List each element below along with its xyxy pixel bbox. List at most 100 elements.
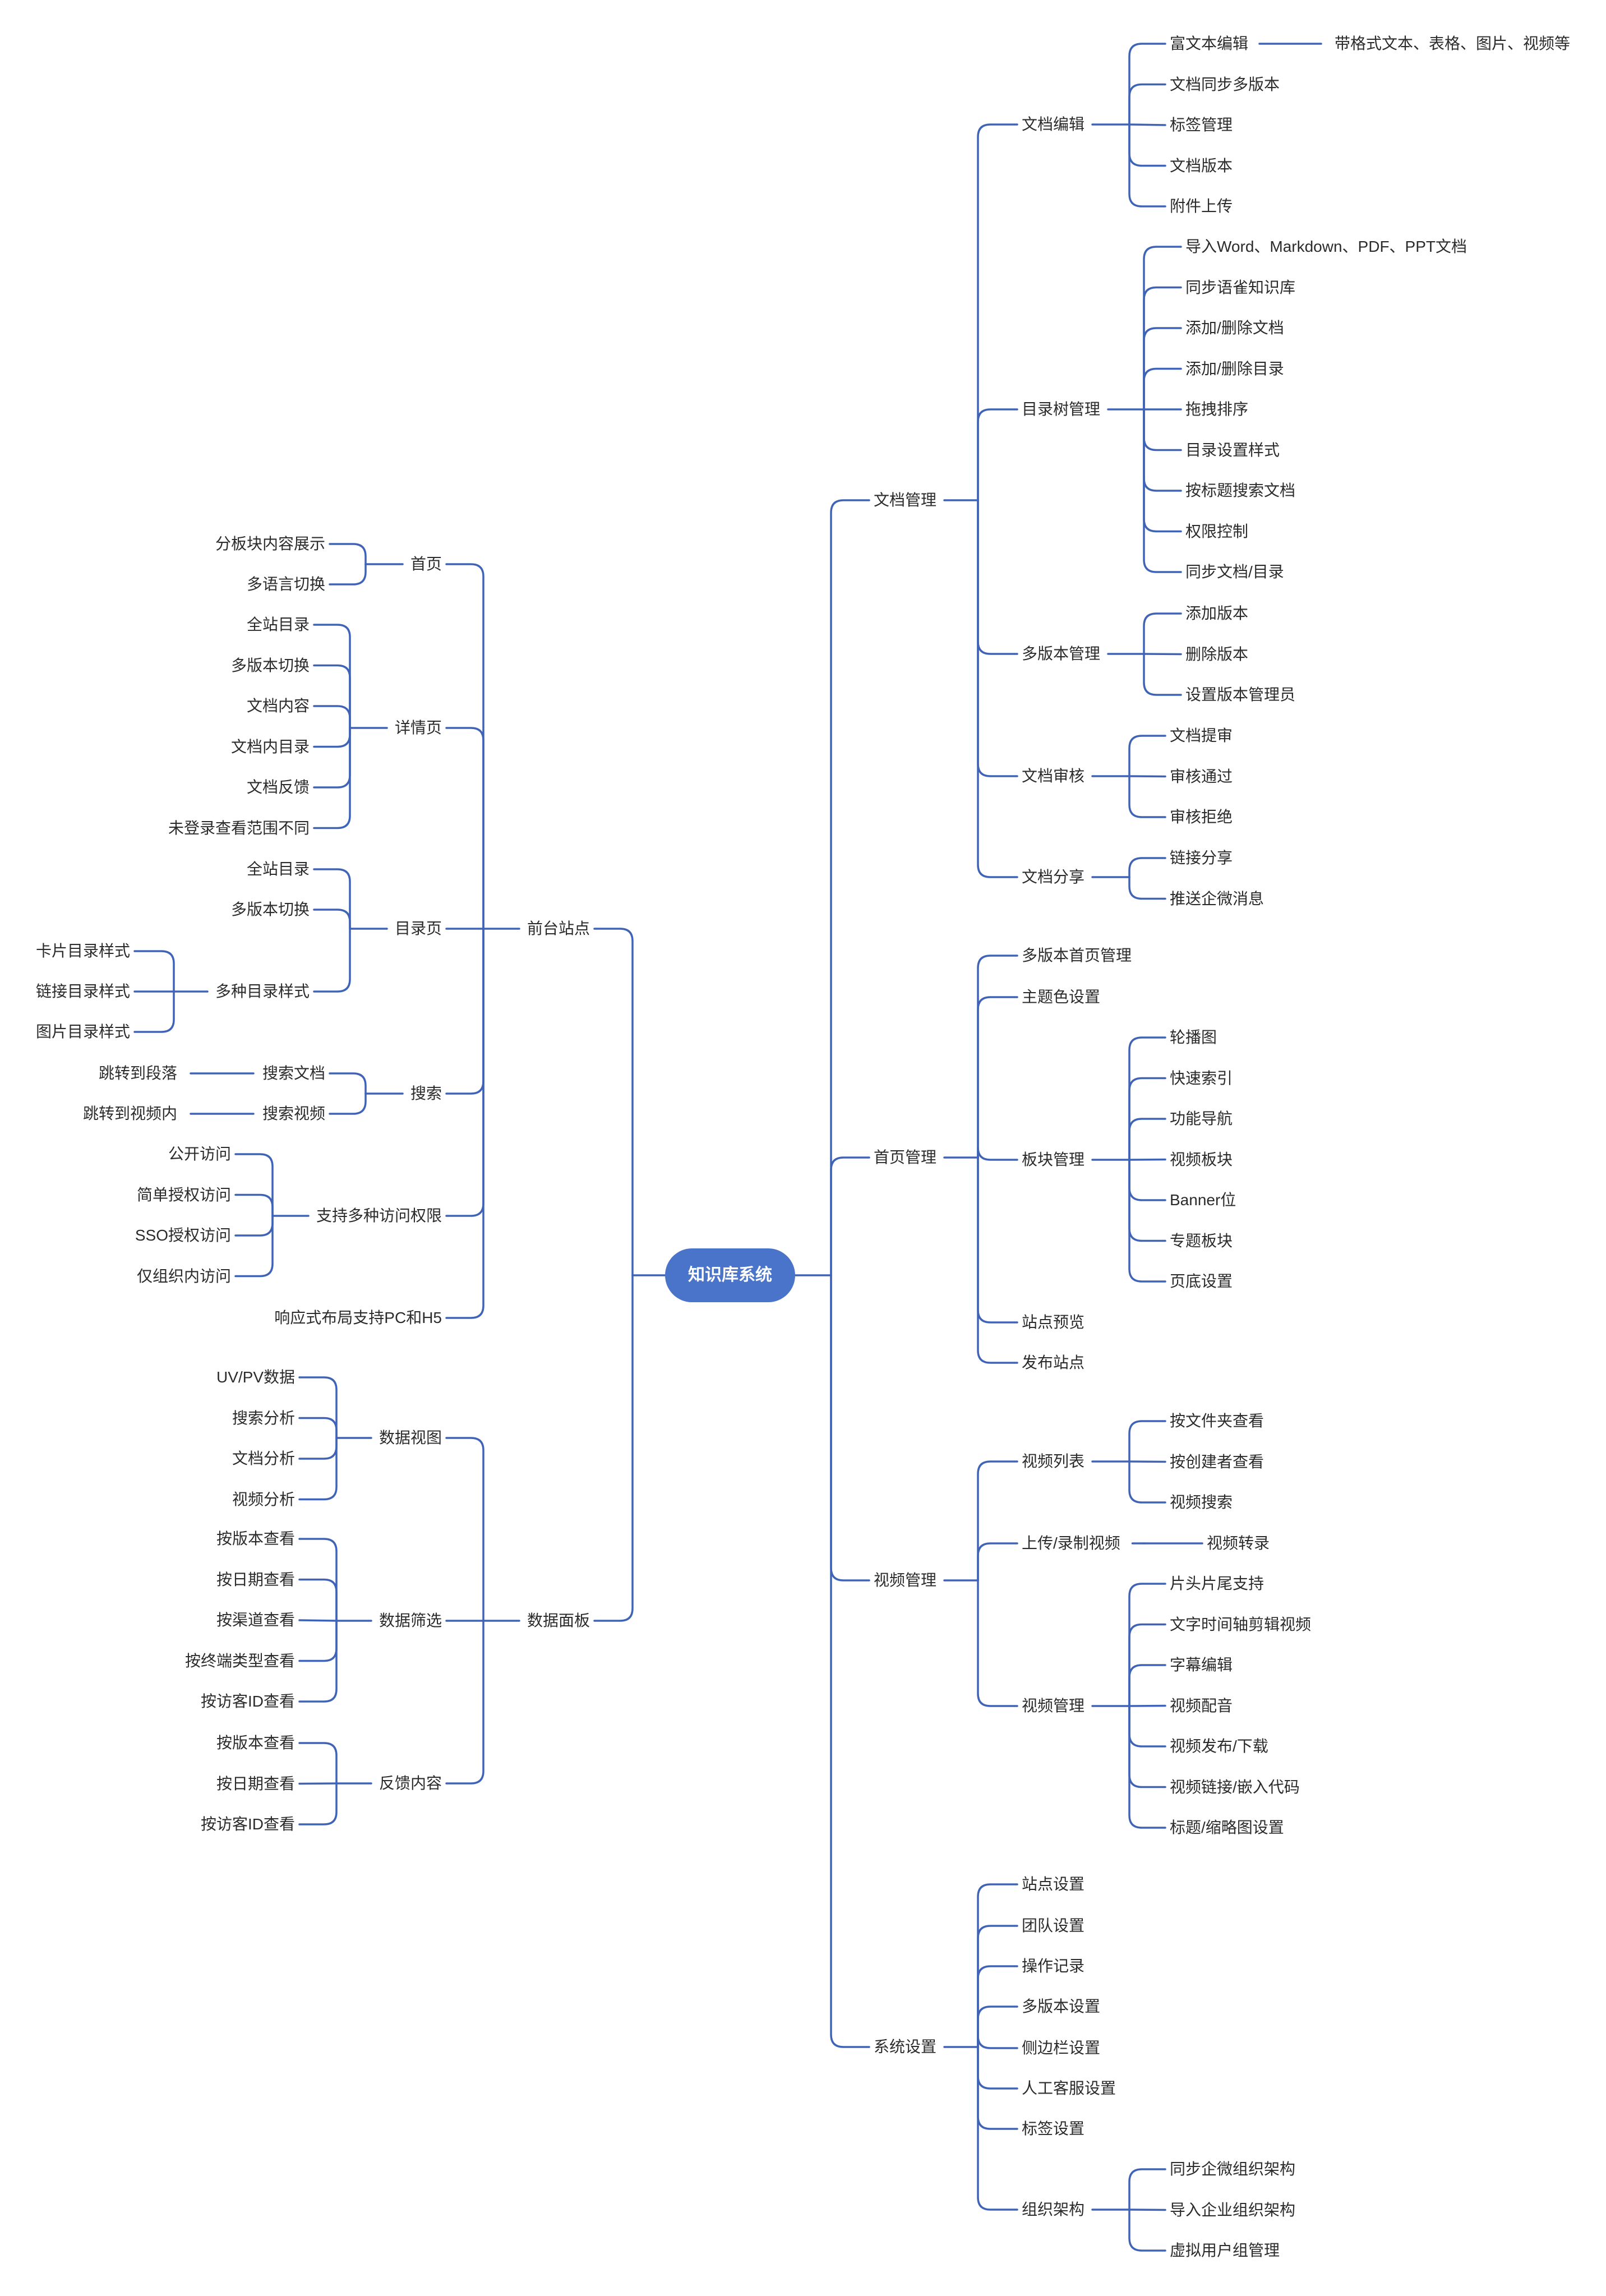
leaf-upload-0[interactable]: 视频转录	[1207, 1534, 1270, 1552]
node-sys_settings-sidebar[interactable]: 侧边栏设置	[1022, 2039, 1101, 2057]
leaf-search-target-1[interactable]: 跳转到视频内	[82, 1105, 177, 1122]
leaf-home-0[interactable]: 分板块内容展示	[215, 535, 325, 552]
leaf-blocks-3[interactable]: 视频板块	[1170, 1150, 1233, 1168]
leaf-access-1[interactable]: 简单授权访问	[136, 1186, 231, 1204]
node-video_mgmt-list[interactable]: 视频列表	[1022, 1453, 1085, 1470]
leaf-review-0[interactable]: 文档提审	[1170, 727, 1233, 744]
leaf-org-0[interactable]: 同步企微组织架构	[1170, 2160, 1296, 2178]
leaf-org-2[interactable]: 虚拟用户组管理	[1170, 2242, 1280, 2259]
node-sys_settings-site[interactable]: 站点设置	[1022, 1875, 1085, 1893]
leaf-org-1[interactable]: 导入企业组织架构	[1170, 2201, 1296, 2219]
node-sys_settings-cs[interactable]: 人工客服设置	[1022, 2080, 1116, 2097]
leaf-edit-0[interactable]: 富文本编辑	[1170, 35, 1249, 52]
leaf-tree-4[interactable]: 拖拽排序	[1185, 400, 1249, 418]
leaf-detail-1[interactable]: 多版本切换	[230, 656, 310, 674]
leaf-manage-3[interactable]: 视频配音	[1170, 1696, 1233, 1714]
node-doc_mgmt-version[interactable]: 多版本管理	[1022, 645, 1101, 662]
node-dashboard[interactable]: 数据面板	[527, 1612, 590, 1629]
leaf-manage-1[interactable]: 文字时间轴剪辑视频	[1170, 1615, 1312, 1633]
node-doc_mgmt-review[interactable]: 文档审核	[1022, 767, 1085, 785]
node-sys_settings-team[interactable]: 团队设置	[1022, 1917, 1085, 1934]
leaf-access-0[interactable]: 公开访问	[168, 1145, 231, 1163]
leaf-list-0[interactable]: 按文件夹查看	[1170, 1412, 1265, 1430]
leaf-search-0[interactable]: 搜索文档	[262, 1064, 325, 1082]
leaf-search-1[interactable]: 搜索视频	[262, 1105, 325, 1122]
leaf-edit-4[interactable]: 附件上传	[1170, 197, 1233, 215]
node-dashboard-feedback[interactable]: 反馈内容	[379, 1774, 442, 1792]
node-doc_mgmt-edit[interactable]: 文档编辑	[1022, 116, 1085, 133]
leaf-view-0[interactable]: UV/PV数据	[216, 1368, 295, 1386]
leaf-rich-text-detail[interactable]: 带格式文本、表格、图片、视频等	[1335, 35, 1571, 52]
leaf-edit-3[interactable]: 文档版本	[1170, 156, 1233, 174]
leaf-list-1[interactable]: 按创建者查看	[1170, 1453, 1265, 1470]
leaf-tree-8[interactable]: 同步文档/目录	[1185, 563, 1284, 580]
leaf-blocks-4[interactable]: Banner位	[1170, 1191, 1236, 1209]
node-dashboard-view[interactable]: 数据视图	[379, 1429, 442, 1446]
leaf-feedback-0[interactable]: 按版本查看	[216, 1734, 295, 1751]
leaf-share-1[interactable]: 推送企微消息	[1170, 889, 1265, 907]
node-front_site-catalog[interactable]: 目录页	[394, 920, 442, 937]
leaf-filter-1[interactable]: 按日期查看	[216, 1570, 295, 1588]
leaf-share-0[interactable]: 链接分享	[1170, 849, 1233, 866]
leaf-tree-2[interactable]: 添加/删除文档	[1185, 319, 1284, 336]
node-home_mgmt-blocks[interactable]: 板块管理	[1022, 1151, 1085, 1168]
leaf-manage-5[interactable]: 视频链接/嵌入代码	[1170, 1778, 1300, 1796]
leaf-filter-4[interactable]: 按访客ID查看	[200, 1693, 295, 1710]
leaf-catalog-style-0[interactable]: 卡片目录样式	[35, 942, 130, 960]
leaf-list-2[interactable]: 视频搜索	[1170, 1493, 1233, 1511]
leaf-manage-4[interactable]: 视频发布/下载	[1170, 1737, 1268, 1755]
leaf-blocks-0[interactable]: 轮播图	[1170, 1029, 1217, 1046]
leaf-feedback-2[interactable]: 按访客ID查看	[200, 1815, 295, 1833]
leaf-review-1[interactable]: 审核通过	[1170, 767, 1233, 785]
node-home_mgmt-multi_home[interactable]: 多版本首页管理	[1022, 947, 1132, 964]
leaf-catalog-1[interactable]: 多版本切换	[230, 901, 310, 918]
node-sys_settings-org[interactable]: 组织架构	[1022, 2201, 1085, 2218]
leaf-tree-5[interactable]: 目录设置样式	[1185, 441, 1280, 459]
node-sys_settings-multi_ver[interactable]: 多版本设置	[1022, 1998, 1101, 2015]
node-video_mgmt-upload[interactable]: 上传/录制视频	[1022, 1534, 1120, 1552]
node-front_site[interactable]: 前台站点	[527, 920, 590, 937]
root-node[interactable]: 知识库系统	[665, 1248, 795, 1302]
leaf-blocks-2[interactable]: 功能导航	[1170, 1110, 1233, 1127]
node-home_mgmt-theme[interactable]: 主题色设置	[1022, 988, 1101, 1006]
node-home_mgmt-publish[interactable]: 发布站点	[1022, 1354, 1085, 1371]
leaf-access-2[interactable]: SSO授权访问	[135, 1227, 231, 1244]
leaf-filter-0[interactable]: 按版本查看	[216, 1530, 295, 1547]
leaf-view-3[interactable]: 视频分析	[232, 1490, 295, 1508]
leaf-blocks-6[interactable]: 页底设置	[1170, 1273, 1233, 1290]
leaf-version-0[interactable]: 添加版本	[1185, 605, 1249, 622]
leaf-view-2[interactable]: 文档分析	[232, 1450, 295, 1467]
leaf-manage-2[interactable]: 字幕编辑	[1170, 1656, 1233, 1673]
leaf-access-3[interactable]: 仅组织内访问	[136, 1267, 231, 1285]
node-dashboard-filter[interactable]: 数据筛选	[379, 1612, 442, 1629]
node-front_site-search[interactable]: 搜索	[410, 1085, 442, 1102]
leaf-edit-2[interactable]: 标签管理	[1170, 116, 1233, 133]
leaf-manage-6[interactable]: 标题/缩略图设置	[1170, 1819, 1284, 1836]
leaf-manage-0[interactable]: 片头片尾支持	[1170, 1575, 1265, 1592]
leaf-detail-0[interactable]: 全站目录	[246, 616, 310, 633]
leaf-tree-7[interactable]: 权限控制	[1185, 522, 1249, 540]
leaf-tree-1[interactable]: 同步语雀知识库	[1185, 278, 1296, 296]
node-sys_settings-oplog[interactable]: 操作记录	[1022, 1957, 1085, 1975]
node-doc_mgmt-tree[interactable]: 目录树管理	[1022, 400, 1101, 418]
leaf-catalog-style-2[interactable]: 图片目录样式	[35, 1023, 130, 1040]
node-front_site-responsive[interactable]: 响应式布局支持PC和H5	[274, 1309, 442, 1326]
leaf-feedback-1[interactable]: 按日期查看	[216, 1774, 295, 1792]
node-front_site-access[interactable]: 支持多种访问权限	[316, 1207, 442, 1224]
leaf-catalog-style-1[interactable]: 链接目录样式	[35, 983, 130, 1000]
leaf-tree-3[interactable]: 添加/删除目录	[1185, 359, 1284, 377]
node-home_mgmt[interactable]: 首页管理	[874, 1149, 937, 1166]
leaf-blocks-1[interactable]: 快速索引	[1170, 1069, 1233, 1087]
leaf-review-2[interactable]: 审核拒绝	[1170, 808, 1233, 826]
leaf-catalog-0[interactable]: 全站目录	[246, 860, 310, 878]
leaf-version-1[interactable]: 删除版本	[1185, 645, 1249, 663]
node-front_site-detail[interactable]: 详情页	[394, 719, 442, 736]
node-video_mgmt[interactable]: 视频管理	[874, 1571, 937, 1589]
leaf-detail-5[interactable]: 未登录查看范围不同	[168, 819, 310, 837]
node-video_mgmt-manage[interactable]: 视频管理	[1022, 1697, 1085, 1714]
leaf-filter-3[interactable]: 按终端类型查看	[184, 1652, 295, 1670]
leaf-home-1[interactable]: 多语言切换	[246, 575, 325, 593]
node-doc_mgmt-share[interactable]: 文档分享	[1022, 868, 1085, 886]
leaf-tree-6[interactable]: 按标题搜索文档	[1185, 482, 1296, 499]
node-sys_settings-tags[interactable]: 标签设置	[1022, 2120, 1085, 2137]
